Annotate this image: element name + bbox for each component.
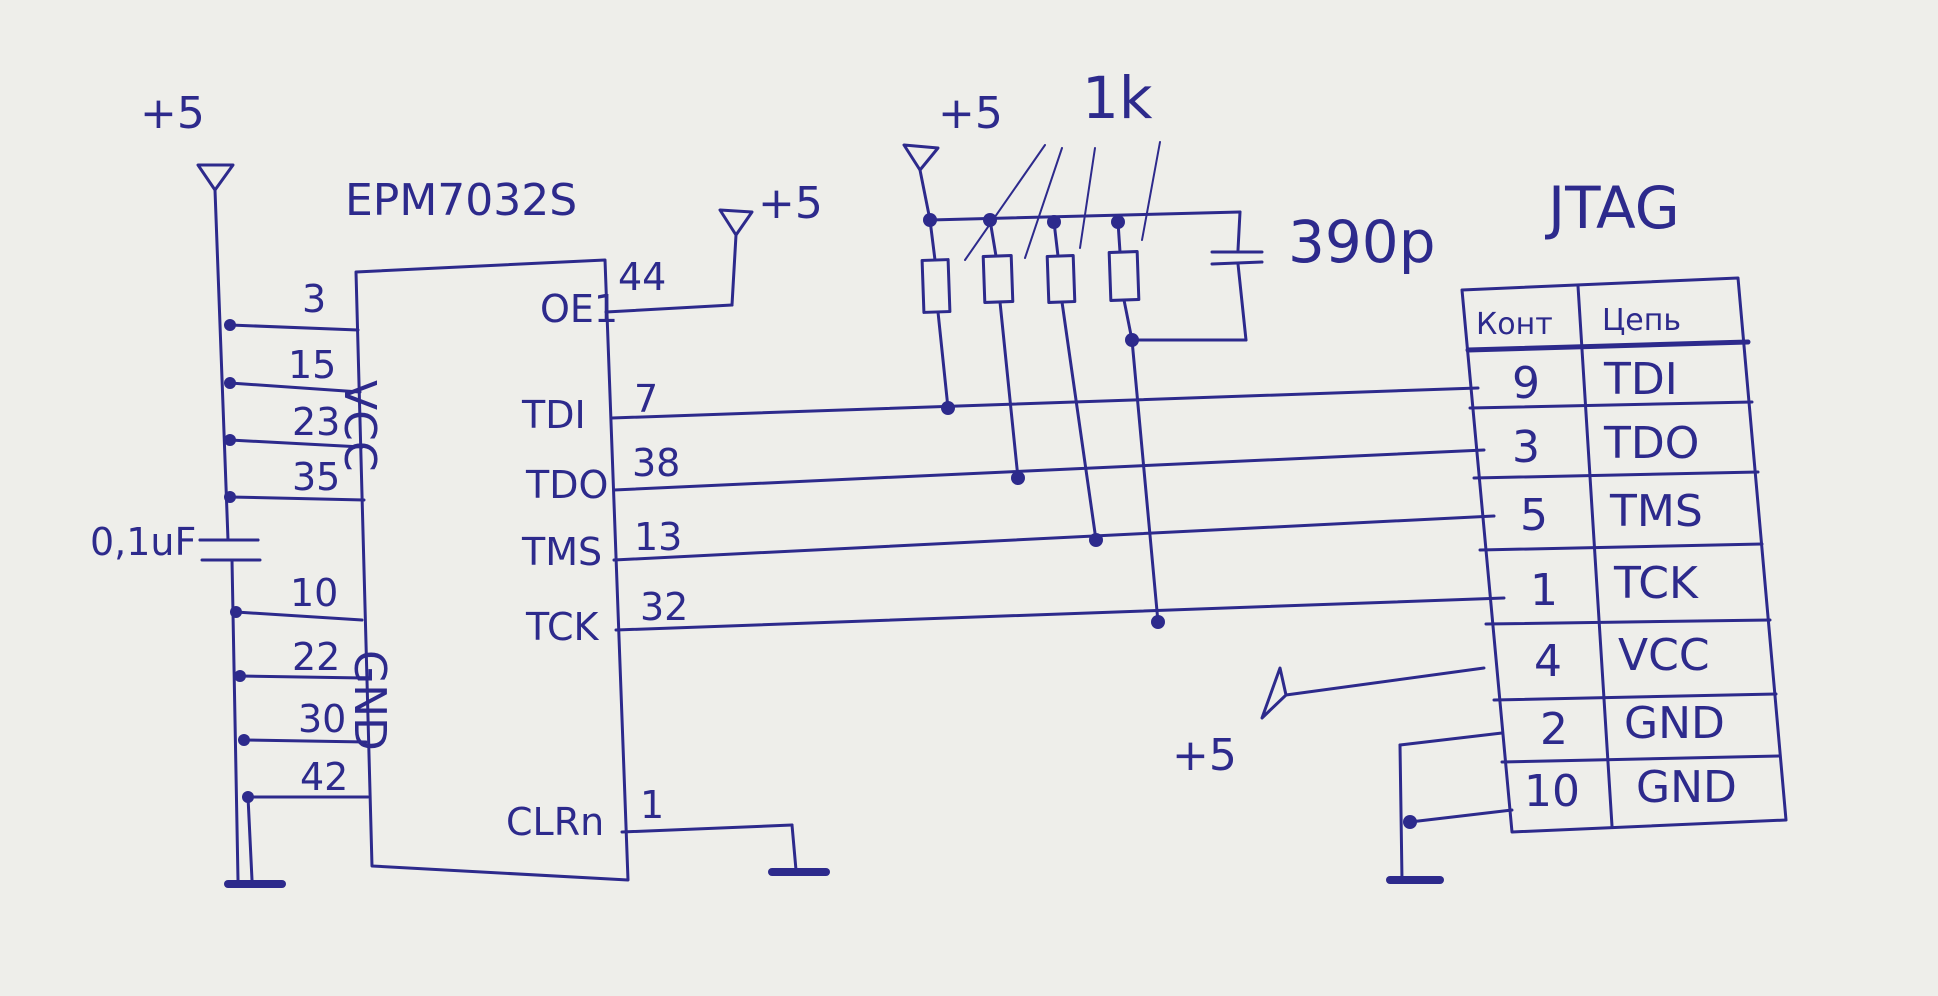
- oe1-supply: [604, 208, 754, 314]
- jtag-row-pin: 5: [1520, 490, 1548, 541]
- chip-gnd-label: GND: [344, 650, 395, 751]
- chip-vcc-label: VCC: [334, 380, 385, 472]
- chip-name: EPM7032S: [345, 175, 577, 226]
- chip-body: [354, 258, 630, 882]
- supply-arrow-icon: [718, 208, 754, 237]
- jtag-row-pin: 1: [1530, 565, 1558, 616]
- resistor-value-label: 1k: [1082, 64, 1153, 132]
- jtag-supply-label: +5: [1172, 730, 1237, 781]
- decoupling-cap-label: 0,1uF: [90, 520, 196, 564]
- jtag-row-pin: 3: [1512, 422, 1540, 473]
- jtag-col-pin: Конт: [1476, 307, 1553, 342]
- jtag-table: [1460, 276, 1788, 834]
- pin-name-tdi: TDI: [521, 393, 586, 437]
- pin-name-clrn: CLRn: [506, 800, 604, 844]
- jtag-row-signal: GND: [1636, 762, 1737, 813]
- pin-num-clrn: 1: [640, 783, 664, 827]
- jtag-ground: [1386, 731, 1514, 884]
- resistor-supply: [902, 143, 1242, 229]
- vcc-pin-1: 3: [302, 277, 326, 321]
- jtag-row-signal: TDO: [1603, 418, 1699, 469]
- jtag-row-pin: 4: [1534, 636, 1562, 687]
- pin-num-tck: 32: [640, 585, 688, 629]
- supply-arrow-icon: [902, 143, 940, 172]
- pin-name-tdo: TDO: [525, 463, 608, 507]
- gnd-pin-stubs: [224, 606, 370, 888]
- jtag-col-signal: Цепь: [1602, 303, 1681, 338]
- resistor-array: [920, 141, 1165, 629]
- jtag-row-pin: 9: [1512, 358, 1540, 409]
- supply-arrow-icon: [196, 163, 235, 192]
- left-supply-label: +5: [140, 88, 205, 139]
- resistor-supply-label: +5: [938, 88, 1003, 139]
- jtag-row-signal: TMS: [1609, 486, 1703, 537]
- pin-num-tdo: 38: [632, 441, 680, 485]
- vcc-pin-4: 35: [292, 455, 340, 499]
- left-vcc-rail: [196, 163, 260, 542]
- pin-num-tms: 13: [634, 515, 682, 559]
- gnd-pin-3: 30: [298, 697, 346, 741]
- filter-cap-label: 390p: [1288, 208, 1436, 276]
- supply-arrow-icon: [1260, 666, 1288, 720]
- jtag-row-signal: TCK: [1613, 558, 1699, 609]
- jtag-row-pin: 2: [1540, 704, 1568, 755]
- pin-num-oe1: 44: [618, 255, 666, 299]
- gnd-pin-1: 10: [290, 571, 338, 615]
- vcc-pin-3: 23: [292, 400, 340, 444]
- pin-num-tdi: 7: [634, 377, 658, 421]
- pin-name-oe1: OE1: [540, 287, 618, 331]
- vcc-pin-stubs: [224, 319, 366, 503]
- signal-wires: [610, 386, 1506, 632]
- jtag-row-signal: TDI: [1603, 354, 1678, 405]
- jtag-vcc-supply: [1260, 666, 1486, 720]
- gnd-pin-2: 22: [292, 635, 340, 679]
- jtag-row-signal: GND: [1624, 698, 1725, 749]
- vcc-pin-2: 15: [288, 343, 336, 387]
- pin-name-tck: TCK: [525, 605, 600, 649]
- jtag-title: JTAG: [1545, 174, 1680, 242]
- filter-capacitor: [1130, 210, 1264, 342]
- jtag-row-pin: 10: [1524, 766, 1580, 817]
- gnd-pin-4: 42: [300, 755, 348, 799]
- jtag-rows: 9 TDI 3 TDO 5 TMS 1 TCK 4 VCC 2 GND 10 G…: [1512, 354, 1737, 817]
- jtag-row-signal: VCC: [1618, 630, 1710, 681]
- pin-name-tms: TMS: [521, 530, 602, 574]
- oe1-supply-label: +5: [758, 178, 823, 229]
- clrn-ground: [620, 823, 830, 876]
